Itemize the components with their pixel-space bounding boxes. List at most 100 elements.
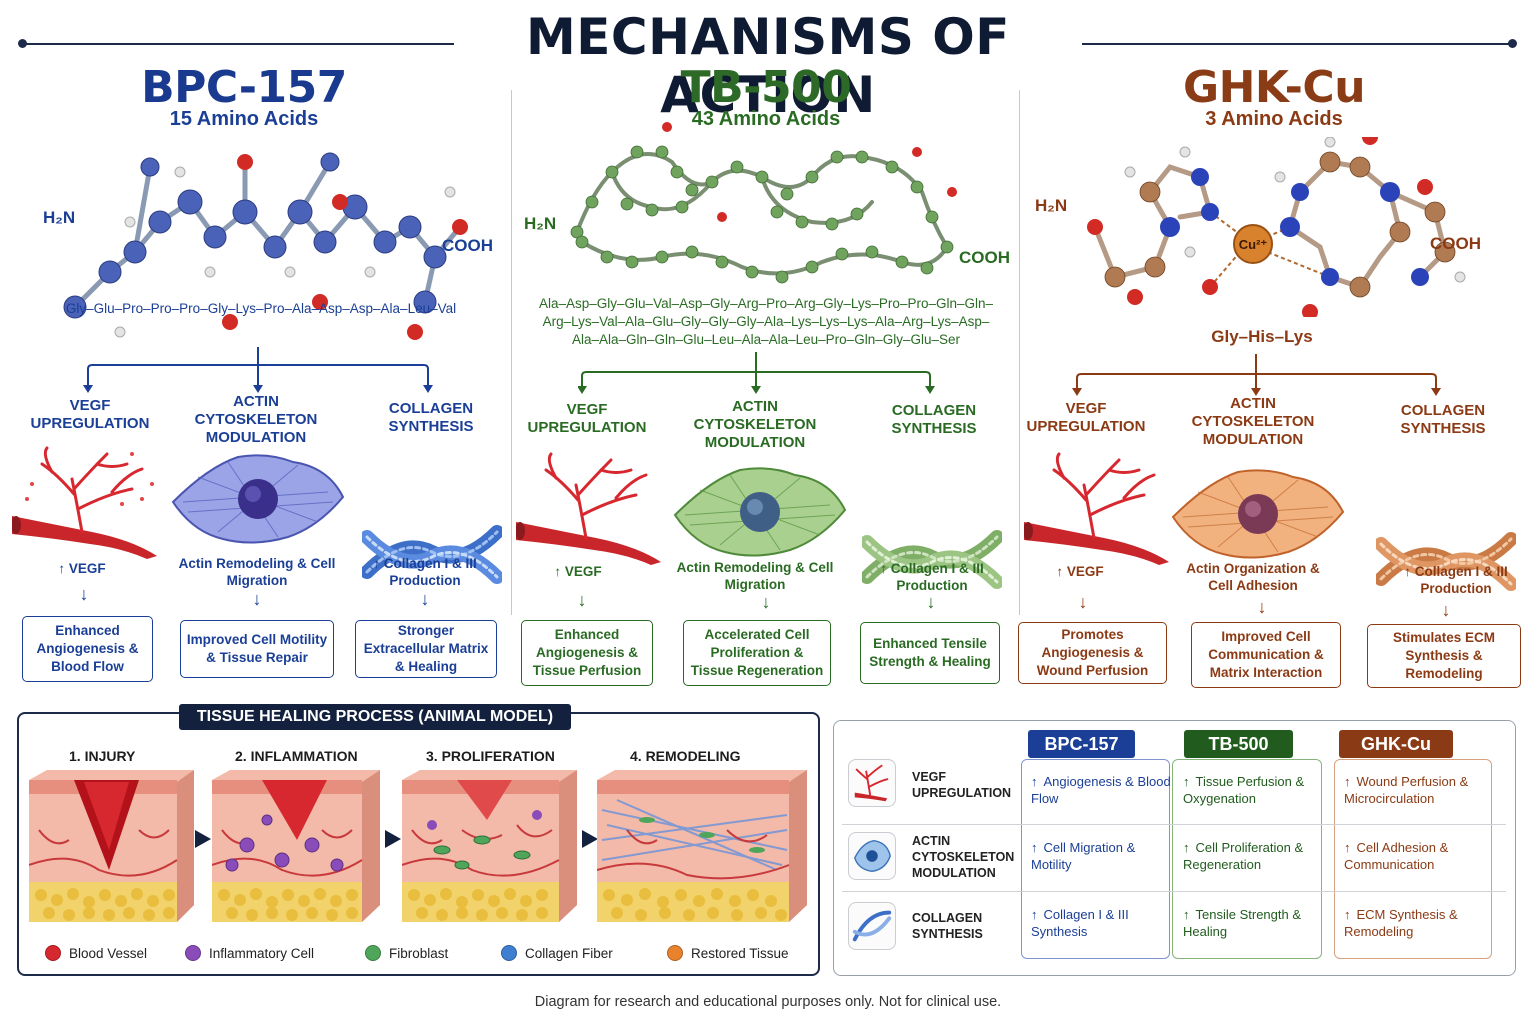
outcome-box: Enhanced Angiogenesis & Blood Flow	[22, 616, 153, 682]
legend-swatch	[45, 945, 61, 961]
outcome-box: Accelerated Cell Proliferation & Tissue …	[683, 620, 831, 686]
cell-text: Angiogenesis & Blood Flow	[1031, 774, 1171, 806]
n-terminus-label: H₂N	[524, 214, 557, 233]
row-divider	[842, 824, 1506, 825]
mechanism-title-line: MODULATION	[704, 434, 806, 451]
legend-label: Inflammatory Cell	[209, 945, 315, 961]
cell-text: Cell Migration & Motility	[1031, 840, 1136, 872]
mechanism-title-line: MODULATION	[205, 429, 307, 446]
up-arrow: ↑	[1344, 774, 1351, 789]
mechanism-title-collagen: COLLAGEN SYNTHESIS	[356, 400, 506, 436]
c-terminus-label: COOH	[1430, 234, 1481, 253]
legend-label: Restored Tissue	[691, 945, 789, 961]
outcome-box: Improved Cell Motility & Tissue Repair	[180, 620, 334, 678]
up-arrow: ↑	[1031, 774, 1038, 789]
comparison-cell: ↑Tissue Perfusion & Oxygenation	[1183, 773, 1323, 807]
up-arrow: ↑	[1183, 840, 1190, 855]
mechanism-title-line: ACTIN	[1230, 395, 1276, 412]
mechanism-title-line: VEGF	[69, 397, 111, 414]
row-label-vegf: VEGF UPREGULATION	[912, 769, 1022, 801]
legend-swatch	[185, 945, 201, 961]
mechanism-title-line: UPREGULATION	[527, 419, 647, 436]
stage-label: 2. INFLAMMATION	[235, 748, 358, 764]
effect-actin: Actin Organization & Cell Adhesion	[1186, 561, 1320, 593]
legend-swatch	[365, 945, 381, 961]
row-label-line: VEGF	[912, 770, 947, 784]
cell-text: ECM Synthesis & Remodeling	[1344, 907, 1458, 939]
tissue-block-remodeling	[597, 770, 807, 922]
mechanism-title-line: SYNTHESIS	[1400, 420, 1486, 437]
molecule-diagram	[63, 152, 468, 340]
effect-vegf: ↑ VEGF	[554, 564, 602, 579]
cell-text: Cell Adhesion & Communication	[1344, 840, 1449, 872]
blood-vessel-icon	[1024, 452, 1169, 565]
row-label-line: MODULATION	[912, 866, 996, 880]
cell-icon	[673, 467, 847, 557]
mechanism-title-line: COLLAGEN	[1400, 402, 1486, 419]
effect-collagen: ↑ Collagen I & III Production	[880, 561, 984, 593]
n-terminus-label: H₂N	[1035, 196, 1068, 215]
title-dot-right	[1508, 39, 1517, 48]
outcome-box: Improved Cell Communication & Matrix Int…	[1191, 622, 1341, 688]
effect-collagen: ↑ Collagen I & III Production	[1404, 564, 1508, 596]
page-title: MECHANISMS OF ACTION	[526, 8, 1010, 124]
comparison-cell: ↑Wound Perfusion & Microcirculation	[1344, 773, 1484, 807]
blood-vessel-icon	[848, 759, 896, 807]
disclaimer-footer: Diagram for research and educational pur…	[534, 994, 1002, 1010]
cell-icon	[1171, 469, 1345, 559]
stage-label: 3. PROLIFERATION	[426, 748, 555, 764]
comparison-cell: ↑Cell Proliferation & Regeneration	[1183, 839, 1323, 873]
blood-vessel-icon	[516, 452, 661, 565]
down-arrow: ↓	[79, 584, 89, 604]
peptide-subtitle: 15 Amino Acids	[169, 108, 319, 130]
comparison-column	[1021, 759, 1170, 959]
amino-acid-sequence: Gly–Glu–Pro–Pro–Pro–Gly–Lys–Pro–Ala–Asp–…	[5, 300, 517, 318]
effect-vegf: ↑ VEGF	[58, 561, 106, 576]
amino-acid-sequence: Gly–His–Lys	[1004, 328, 1520, 346]
peptide-subtitle: 3 Amino Acids	[1205, 108, 1343, 130]
row-label-collagen: COLLAGEN SYNTHESIS	[912, 910, 1022, 942]
cell-text: Collagen I & III Synthesis	[1031, 907, 1129, 939]
collagen-helix-icon	[862, 530, 1002, 589]
tissue-block-inflammation	[212, 770, 380, 922]
mechanism-title-line: COLLAGEN	[891, 402, 977, 419]
row-label-line: SYNTHESIS	[912, 927, 983, 941]
molecule-diagram: Cu²⁺	[1087, 137, 1466, 317]
legend-label: Collagen Fiber	[525, 945, 613, 961]
mechanism-title-line: CYTOSKELETON	[1191, 413, 1315, 430]
title-rule-right	[1082, 43, 1512, 45]
mechanism-title-collagen: COLLAGEN SYNTHESIS	[859, 402, 1009, 438]
mechanism-title-line: UPREGULATION	[1026, 418, 1146, 435]
mechanism-title-line: UPREGULATION	[30, 415, 150, 432]
effect-actin: Actin Remodeling & Cell Migration	[178, 556, 336, 588]
sequence-line: Gly–His–Lys	[1211, 327, 1313, 346]
up-arrow: ↑	[1344, 907, 1351, 922]
cell-text: Tensile Strength & Healing	[1183, 907, 1302, 939]
collagen-helix-icon	[848, 902, 896, 950]
amino-acid-sequence: Ala–Asp–Gly–Glu–Val–Asp–Gly–Arg–Pro–Arg–…	[512, 295, 1020, 349]
title-row: MECHANISMS OF ACTION	[0, 6, 1536, 124]
outcome-box: Enhanced Angiogenesis & Tissue Perfusion	[521, 620, 653, 686]
comparison-table: BPC-157 TB-500 GHK-Cu VEGF UPREGULATION …	[833, 720, 1516, 976]
up-arrow: ↑	[1031, 840, 1038, 855]
mechanism-title-line: SYNTHESIS	[388, 418, 474, 435]
cell-text: Wound Perfusion & Microcirculation	[1344, 774, 1469, 806]
tissue-healing-panel: TISSUE HEALING PROCESS (ANIMAL MODEL) 1.…	[17, 704, 820, 976]
legend-swatch	[667, 945, 683, 961]
sequence-line: Arg–Lys–Val–Ala–Glu–Gly–Gly–Gly–Ala–Lys–…	[542, 314, 990, 329]
tissue-block-injury	[29, 770, 194, 922]
mechanism-title-actin: ACTIN CYTOSKELETON MODULATION	[1178, 395, 1328, 449]
mechanism-title-vegf: VEGF UPREGULATION	[1011, 400, 1161, 436]
cell-icon	[171, 454, 345, 544]
comparison-cell: ↑Collagen I & III Synthesis	[1031, 906, 1171, 940]
comparison-cell: ↑ECM Synthesis & Remodeling	[1344, 906, 1484, 940]
comparison-column	[1172, 759, 1322, 959]
column-header-ghkcu: GHK-Cu	[1339, 730, 1453, 758]
down-arrow: ↓	[252, 589, 262, 609]
peptide-name: TB-500	[680, 62, 852, 113]
row-label-line: CYTOSKELETON	[912, 850, 1015, 864]
stage-arrow	[195, 830, 211, 848]
branch-connector	[1072, 354, 1441, 396]
effect-actin: Actin Remodeling & Cell Migration	[676, 560, 834, 592]
mechanism-title-actin: ACTIN CYTOSKELETON MODULATION	[181, 393, 331, 447]
